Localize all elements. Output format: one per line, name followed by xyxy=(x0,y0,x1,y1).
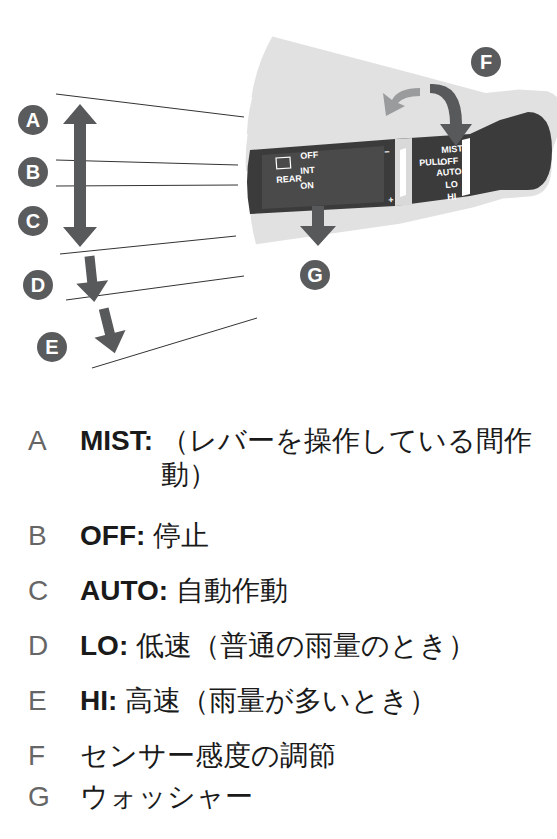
lever-marking: INT xyxy=(300,166,315,176)
lever-marking: OFF xyxy=(300,151,319,161)
lever-marking: HI xyxy=(447,192,457,202)
callout-letter: E xyxy=(45,337,58,357)
lever-marking: REAR xyxy=(276,174,302,185)
key-letter: B xyxy=(28,519,47,553)
wiper-lever xyxy=(247,112,552,214)
callout-letter: D xyxy=(31,275,45,295)
motion-arrow xyxy=(63,104,336,357)
callout-letter: A xyxy=(26,110,40,130)
lever-marking: LO xyxy=(445,180,458,190)
key-letter: A xyxy=(28,424,47,458)
leader-line xyxy=(56,94,257,368)
callout-badge: C xyxy=(18,206,48,236)
lever-marking: OFF xyxy=(440,157,459,167)
callout-letter: B xyxy=(26,162,40,182)
lever-marking: AUTO xyxy=(436,167,462,178)
mode-name: LO: xyxy=(80,629,128,663)
mode-name: AUTO: xyxy=(80,574,168,608)
mode-description: 自動作動 xyxy=(176,574,543,608)
callout-badge: G xyxy=(300,260,330,290)
callout-letter: G xyxy=(307,265,323,285)
callout-letter: C xyxy=(26,211,40,231)
lever-marking: MIST xyxy=(441,145,463,155)
mode-description: （レバーを操作している間作動） xyxy=(161,424,543,491)
key-letter: E xyxy=(28,684,47,718)
rotation-arrow xyxy=(383,84,472,146)
key-letter: G xyxy=(28,780,50,814)
callout-badge: F xyxy=(471,47,501,77)
key-letter: F xyxy=(28,739,45,773)
lever-marking: − xyxy=(384,148,390,157)
lever-marking: ON xyxy=(300,181,314,191)
lever-marking: PULL xyxy=(419,157,443,168)
mode-description: 低速（普通の雨量のとき） xyxy=(136,629,543,663)
mode-name: HI: xyxy=(80,684,117,718)
lever-marking: + xyxy=(388,196,394,205)
mode-name: MIST: xyxy=(80,424,153,458)
mode-description: ウォッシャー xyxy=(80,780,543,814)
mode-name: OFF: xyxy=(80,519,145,553)
key-letter: C xyxy=(28,574,48,608)
callout-badge: E xyxy=(37,332,67,362)
callout-badge: B xyxy=(18,157,48,187)
mode-description: センサー感度の調節 xyxy=(80,739,543,773)
callout-letter: F xyxy=(480,52,492,72)
ghost-lever xyxy=(243,0,557,245)
callout-badge: D xyxy=(23,270,53,300)
callout-badge: A xyxy=(18,105,48,135)
mode-description: 高速（雨量が多いとき） xyxy=(125,684,543,718)
key-letter: D xyxy=(28,629,48,663)
mode-description: 停止 xyxy=(153,519,543,553)
